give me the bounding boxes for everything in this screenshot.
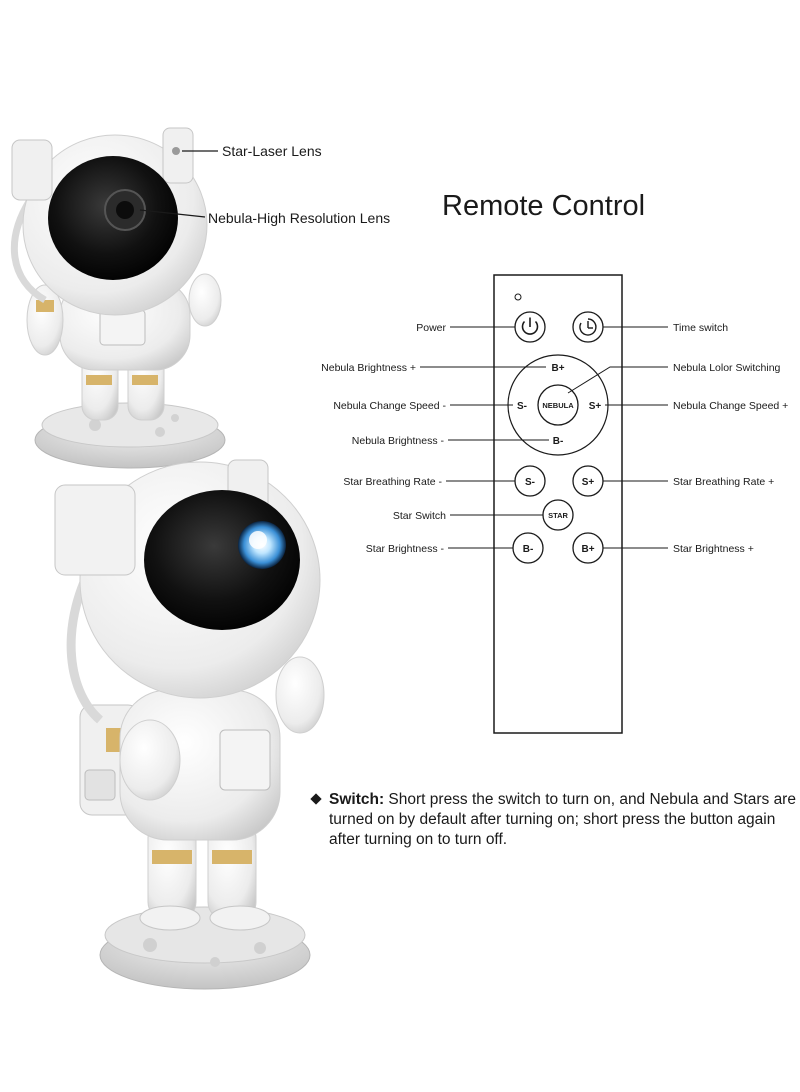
star-breathing-up-label: S+ [582, 477, 595, 488]
nebula-speed-up-button[interactable]: S+ [589, 401, 602, 412]
star-breathing-up-button[interactable]: S+ [572, 465, 604, 497]
callout-star-laser: Star-Laser Lens [182, 143, 322, 159]
star-button-label: STAR [548, 511, 568, 520]
callout-nebula-lens: Nebula-High Resolution Lens [139, 209, 390, 226]
label-star-brightness-plus: Star Brightness + [673, 543, 754, 555]
label-star-breathing-minus: Star Breathing Rate - [343, 476, 442, 488]
remote-labels-left: Power Nebula Brightness + Nebula Change … [321, 322, 549, 555]
indicator-led [514, 293, 522, 301]
timer-icon [579, 318, 597, 336]
star-brightness-down-button[interactable]: B- [512, 532, 544, 564]
switch-note-text: Short press the switch to turn on, and N… [329, 791, 796, 848]
remote-labels-right: Time switch Nebula Lolor Switching Nebul… [567, 322, 788, 555]
timer-button[interactable] [572, 311, 604, 343]
astronaut-top [10, 127, 226, 469]
nebula-speed-down-button[interactable]: S- [517, 401, 527, 412]
nebula-button-label: NEBULA [542, 401, 574, 410]
bullet-diamond-icon [310, 793, 322, 805]
label-star-brightness-minus: Star Brightness - [366, 543, 445, 555]
switch-note-heading: Switch: [329, 791, 385, 808]
nebula-brightness-down-button[interactable]: B- [553, 436, 564, 447]
page-title: Remote Control [442, 190, 645, 222]
star-brightness-down-label: B- [523, 544, 534, 555]
nebula-button[interactable]: NEBULA [537, 384, 579, 426]
star-button[interactable]: STAR [542, 499, 574, 531]
star-brightness-up-label: B+ [581, 544, 594, 555]
label-nebula-color: Nebula Lolor Switching [673, 362, 781, 374]
star-breathing-down-button[interactable]: S- [514, 465, 546, 497]
label-time-switch: Time switch [673, 322, 728, 334]
star-breathing-down-label: S- [525, 477, 535, 488]
star-brightness-up-button[interactable]: B+ [572, 532, 604, 564]
power-button[interactable] [514, 311, 546, 343]
power-icon [521, 317, 539, 335]
label-star-breathing-plus: Star Breathing Rate + [673, 476, 774, 488]
nebula-brightness-up-button[interactable]: B+ [551, 363, 564, 374]
astronaut-bottom [54, 459, 325, 990]
switch-note-body: Switch: Short press the switch to turn o… [329, 790, 798, 850]
callout-star-laser-label: Star-Laser Lens [222, 143, 322, 159]
label-power: Power [416, 322, 446, 334]
label-nebula-change-speed-plus: Nebula Change Speed + [673, 400, 788, 412]
label-star-switch: Star Switch [393, 510, 446, 522]
callout-nebula-lens-label: Nebula-High Resolution Lens [208, 210, 390, 226]
label-nebula-change-speed-minus: Nebula Change Speed - [333, 400, 446, 412]
switch-note: Switch: Short press the switch to turn o… [310, 790, 798, 850]
label-nebula-brightness-minus: Nebula Brightness - [352, 435, 445, 447]
label-nebula-brightness-plus: Nebula Brightness + [321, 362, 416, 374]
